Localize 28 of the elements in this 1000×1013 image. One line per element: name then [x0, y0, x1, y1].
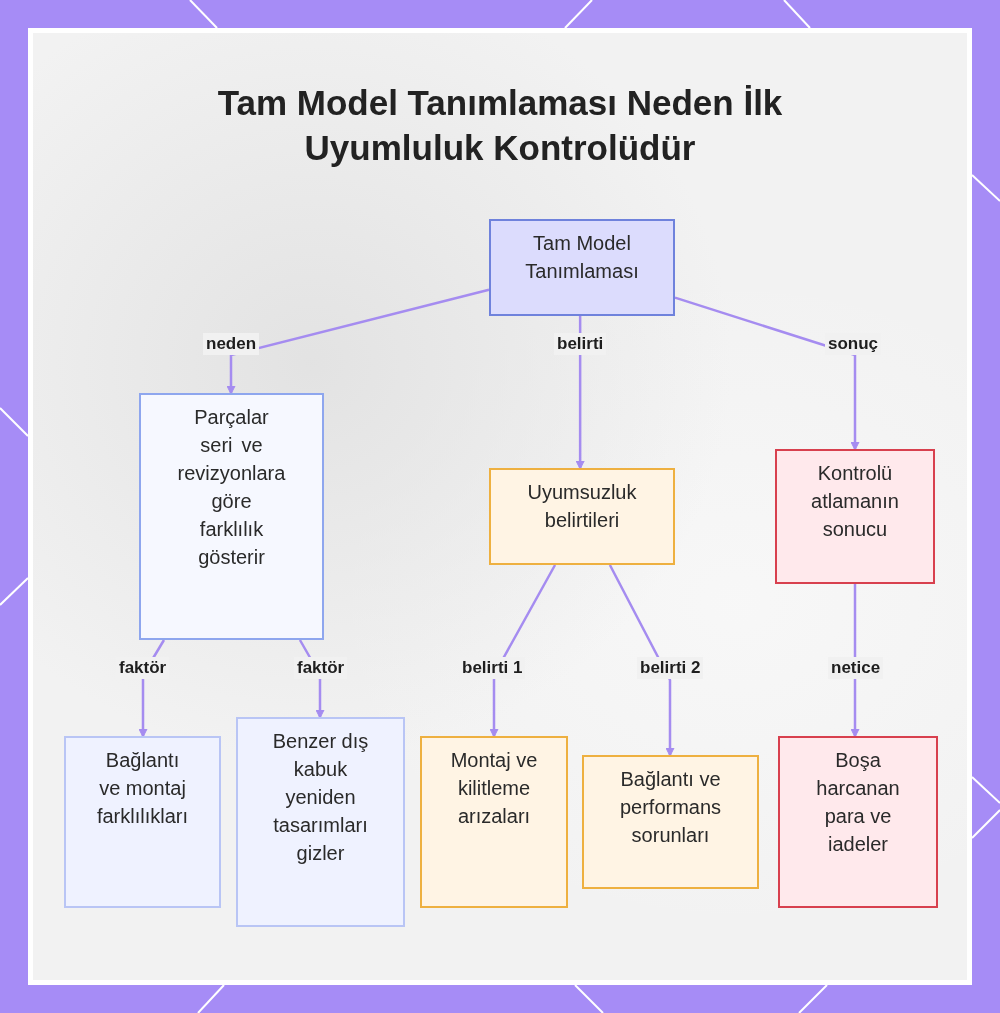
process-box [64, 736, 221, 908]
node-label: Montaj ve kilitleme arızaları [449, 748, 539, 829]
process-box [489, 219, 675, 316]
connector-arrow [489, 564, 557, 738]
process-box [420, 736, 568, 908]
process-box [489, 468, 675, 565]
node-label: Kontrolü atlamanın sonucu [810, 461, 900, 542]
edge-label: belirti 2 [637, 657, 704, 679]
edge-label: netice [828, 657, 884, 679]
node-label: Bağlantı ve montaj farklılıkları [95, 748, 190, 829]
node-label: Benzer dış kabuk yeniden tasarımları gizler [271, 729, 370, 866]
node-label: Parçalar seri ve revizyonlara göre farklılık gösterir [176, 405, 287, 570]
node-label: Uyumsuzluk belirtileri [526, 480, 638, 533]
connector-arrow [608, 564, 675, 757]
process-box [582, 755, 759, 889]
connector-arrow [850, 584, 860, 738]
node-label: Bağlantı ve performans sorunları [618, 767, 723, 848]
node-label: Tam Model Tanımlaması [524, 231, 640, 284]
connector-arrow [226, 288, 490, 395]
connector-arrow [674, 296, 860, 451]
node-label: Boşa harcanan para ve iadeler [815, 748, 901, 857]
process-box [236, 717, 405, 927]
process-box [778, 736, 938, 908]
process-box [139, 393, 324, 640]
edge-label: neden [203, 333, 260, 355]
edge-label: belirti [554, 333, 607, 355]
diagram-title: Tam Model Tanımlaması Neden İlk Uyumluluk Kontrolüdür [216, 82, 784, 169]
process-box [775, 449, 935, 584]
